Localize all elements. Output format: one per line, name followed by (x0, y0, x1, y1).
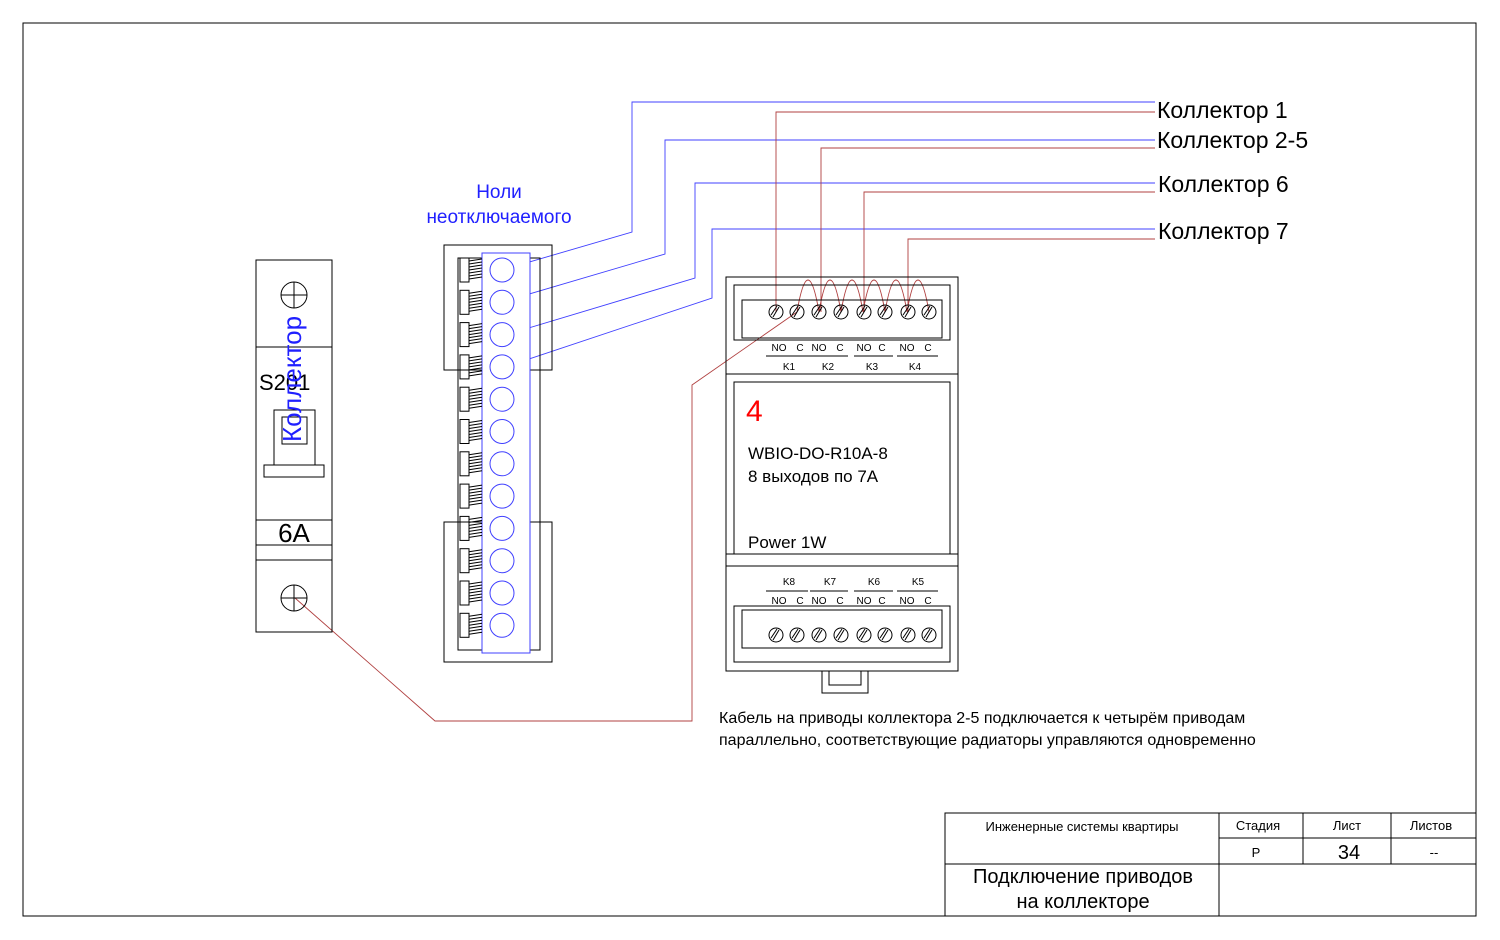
k2-no: NO (812, 343, 827, 354)
k2-label: K2 (822, 362, 835, 373)
neutral-terminal (459, 289, 515, 315)
k1-c: C (796, 343, 803, 354)
neutral-wires (501, 101, 1155, 369)
toggle-lever (263, 409, 325, 478)
collector-label-3: Коллектор 6 (1158, 171, 1289, 197)
neutral-terminal (459, 612, 515, 638)
k8-label: K8 (783, 577, 796, 588)
k3-c: C (878, 343, 885, 354)
breaker-rating: 6A (278, 518, 310, 548)
relay-terminal-screw (811, 304, 827, 320)
neutral-terminal (459, 419, 515, 444)
project-name: Инженерные системы квартиры (985, 819, 1178, 834)
neutral-terminal (459, 548, 515, 574)
relay-terminal-screw (833, 304, 849, 320)
k7-no: NO (812, 596, 827, 607)
collector-label-1: Коллектор 1 (1157, 97, 1288, 123)
note-line-1: Кабель на приводы коллектора 2-5 подключ… (719, 710, 1245, 727)
sheet-value: 34 (1338, 842, 1360, 864)
neutral-label-line1: Ноли (476, 182, 522, 203)
note-line-2: параллельно, соответствующие радиаторы у… (719, 732, 1256, 749)
k2-c: C (836, 343, 843, 354)
neutral-terminal (459, 322, 515, 348)
circuit-breaker: S201 6A Коллектор (255, 259, 333, 633)
module-number: 4 (746, 395, 763, 428)
neutral-label-line2: неотключаемого (426, 207, 571, 228)
relay-terminal-screw (811, 627, 827, 643)
k3-no: NO (857, 343, 872, 354)
k1-no: NO (772, 343, 787, 354)
relay-terminal-screw (900, 627, 916, 643)
relay-terminal-screw (856, 304, 872, 320)
neutral-terminal (459, 451, 515, 477)
k7-c: C (836, 596, 843, 607)
stage-header: Стадия (1236, 818, 1280, 833)
relay-terminal-screw (900, 304, 916, 320)
relay-terminal-screw (921, 627, 937, 643)
relay-terminal-screw (833, 627, 849, 643)
neutral-terminal (459, 483, 515, 509)
k5-no: NO (900, 596, 915, 607)
neutral-terminal (459, 515, 515, 541)
module-power: Power 1W (748, 533, 826, 552)
phase-wires (294, 111, 1155, 722)
drawing-frame (22, 22, 1477, 917)
relay-terminal-screw (789, 304, 805, 320)
k7-label: K7 (824, 577, 837, 588)
neutral-terminal (459, 386, 515, 412)
sheets-header: Листов (1410, 818, 1452, 833)
k4-no: NO (900, 343, 915, 354)
k6-c: C (878, 596, 885, 607)
title-block: Инженерные системы квартиры Стадия Лист … (944, 812, 1477, 917)
sheet-header: Лист (1333, 818, 1361, 833)
k4-c: C (924, 343, 931, 354)
neutral-terminal-block (443, 244, 553, 663)
neutral-terminal (459, 580, 515, 606)
relay-terminal-screw (789, 627, 805, 643)
bottom-screw-icon (280, 584, 308, 612)
drawing-title-line1: Подключение приводов (973, 866, 1193, 888)
relay-terminal-screw (921, 304, 937, 320)
top-screw-icon (280, 281, 308, 309)
k8-c: C (796, 596, 803, 607)
k1-label: K1 (783, 362, 796, 373)
k5-c: C (924, 596, 931, 607)
relay-terminal-screw (856, 627, 872, 643)
relay-terminal-screw (877, 304, 893, 320)
k5-label: K5 (912, 577, 925, 588)
relay-module: NO C NO C NO C NO C K1 K2 K3 K4 K8 K7 K6… (725, 276, 959, 694)
relay-terminal-screw (768, 627, 784, 643)
sheets-value: -- (1430, 845, 1439, 860)
k3-label: K3 (866, 362, 879, 373)
collector-label-2: Коллектор 2-5 (1157, 127, 1308, 153)
collector-label-4: Коллектор 7 (1158, 218, 1289, 244)
relay-terminal-screw (768, 304, 784, 320)
drawing-title-line2: на коллекторе (1016, 891, 1149, 913)
breaker-model: S201 (259, 370, 310, 395)
module-model: WBIO-DO-R10A-8 (748, 444, 888, 463)
k4-label: K4 (909, 362, 922, 373)
neutral-terminal (459, 257, 515, 283)
k6-label: K6 (868, 577, 881, 588)
stage-value: Р (1252, 845, 1261, 860)
breaker-vertical-label: Коллектор (277, 316, 307, 442)
neutral-terminal (459, 354, 515, 380)
k6-no: NO (857, 596, 872, 607)
k8-no: NO (772, 596, 787, 607)
relay-terminal-screw (877, 627, 893, 643)
module-description: 8 выходов по 7А (748, 467, 879, 486)
